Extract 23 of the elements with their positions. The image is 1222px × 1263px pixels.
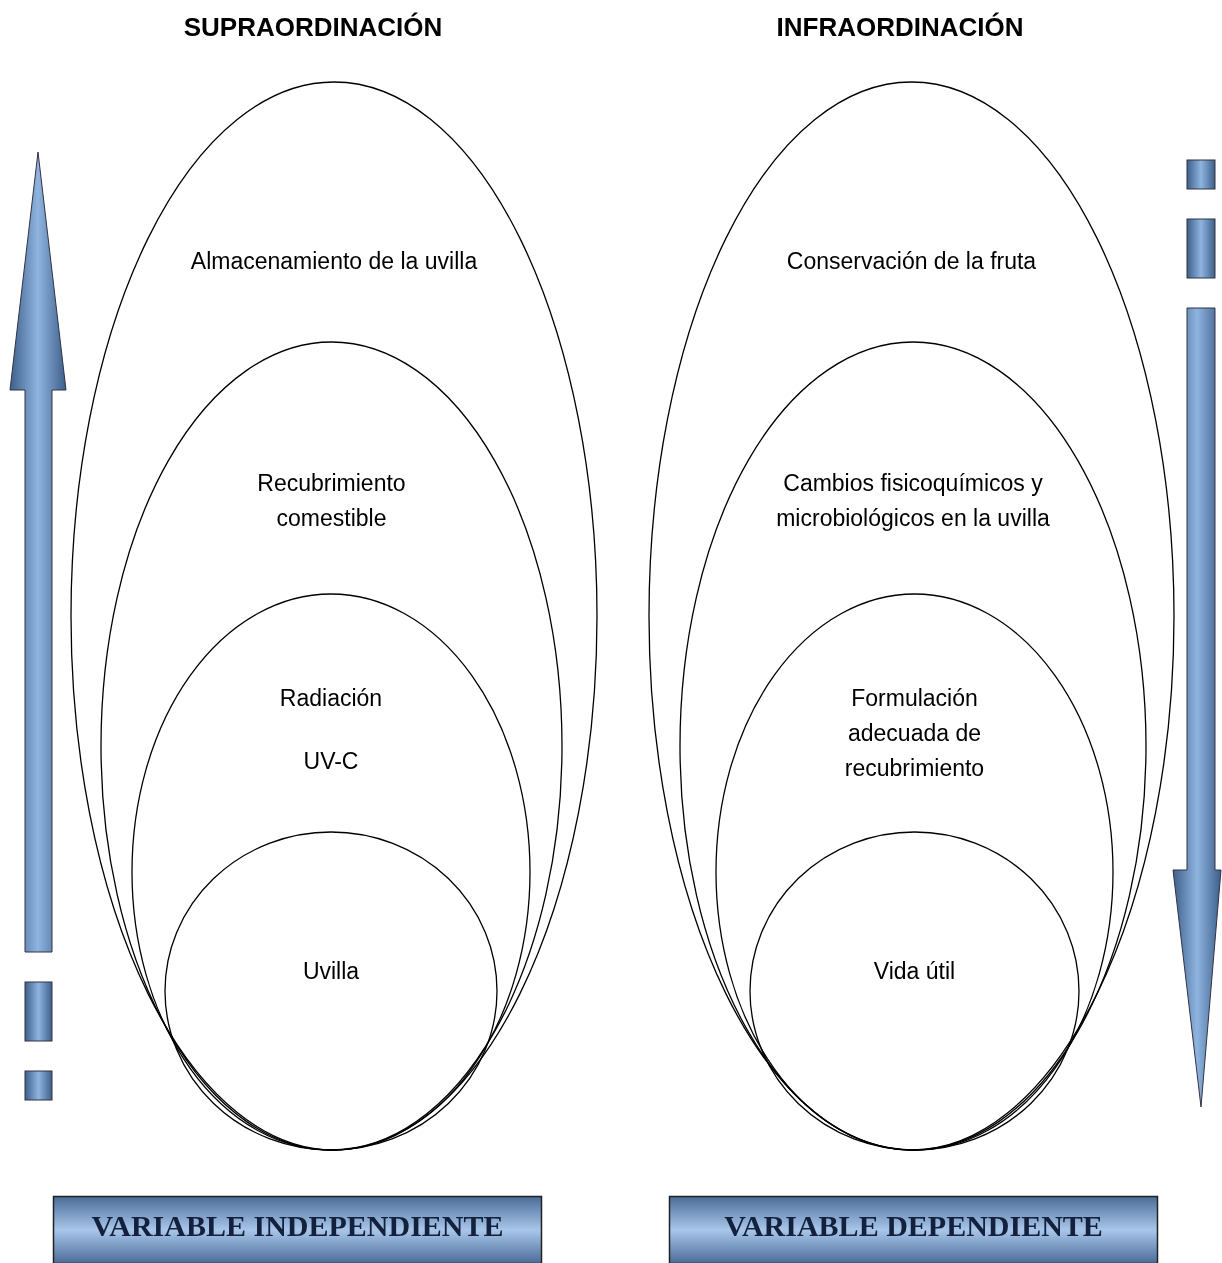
circle-node	[165, 832, 497, 1150]
banner-title: VARIABLE INDEPENDIENTE	[90, 1209, 505, 1243]
column-heading: INFRAORDINACIÓN	[776, 12, 1024, 43]
circle-node	[750, 832, 1079, 1150]
node-label: Cambios fisicoquímicos y microbiológicos en la uvilla	[775, 469, 1051, 533]
ellipse-node	[132, 594, 530, 1150]
column-heading: SUPRAORDINACIÓN	[183, 12, 443, 43]
node-label: Formulación adecuada de recubrimiento	[843, 684, 986, 783]
ellipse-node	[71, 82, 597, 1150]
ellipse-node	[649, 82, 1174, 1150]
variable-banner	[669, 1196, 1158, 1263]
ellipse-node	[716, 594, 1113, 1150]
node-label: Conservación de la fruta	[785, 247, 1038, 276]
ellipse-node	[101, 342, 562, 1150]
ellipse-node	[680, 342, 1146, 1150]
node-label: Almacenamiento de la uvilla	[189, 247, 479, 276]
node-label: UV-C	[302, 747, 360, 776]
node-label: Uvilla	[301, 957, 361, 986]
banner-title: VARIABLE DEPENDIENTE	[723, 1209, 1104, 1243]
variable-banner	[53, 1196, 542, 1263]
node-label: Recubrimiento comestible	[256, 469, 407, 533]
node-label: Vida útil	[872, 957, 957, 986]
node-label: Radiación	[278, 684, 384, 713]
